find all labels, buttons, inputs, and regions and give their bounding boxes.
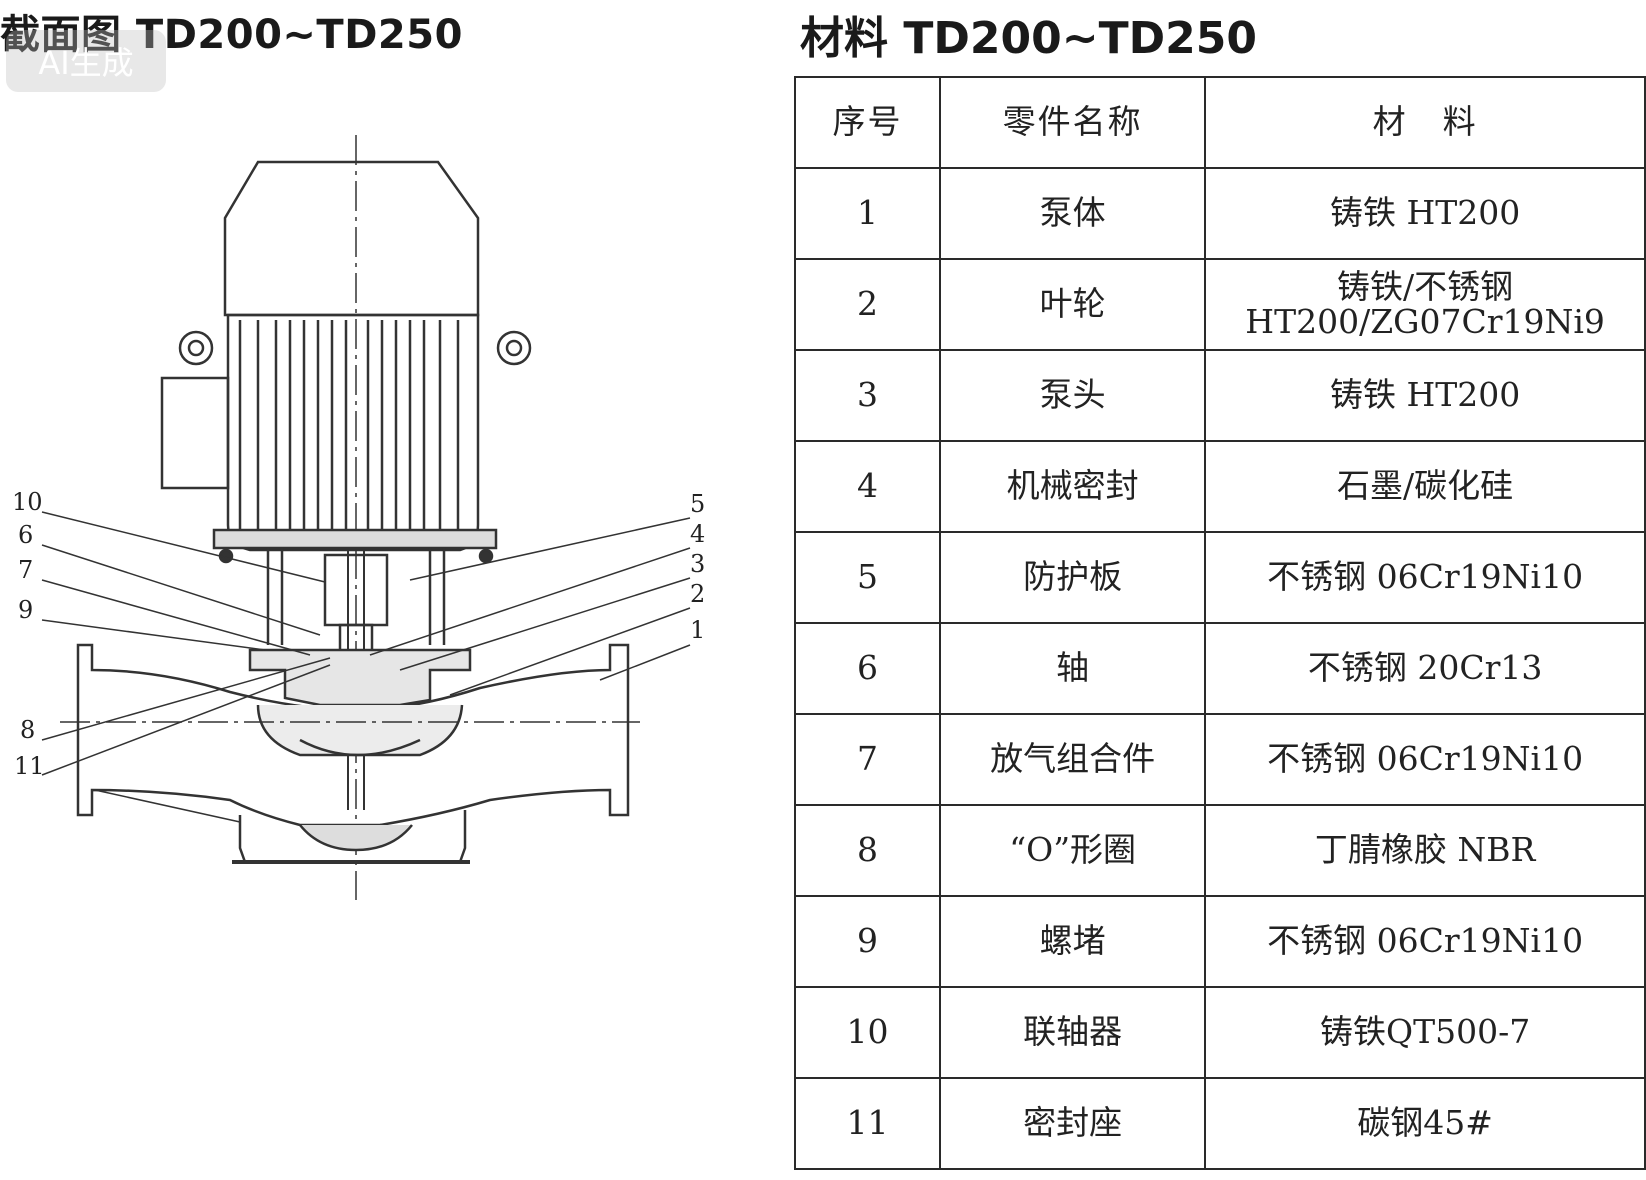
material-text: 石墨/碳化硅 <box>1337 466 1514 506</box>
part-name: “O”形圈 <box>939 804 1207 897</box>
part-name: 放气组合件 <box>939 713 1207 806</box>
callout-2: 2 <box>690 580 705 608</box>
row-number: 1 <box>793 167 942 260</box>
callout-11: 11 <box>14 752 45 780</box>
impeller <box>256 704 464 757</box>
header-no: 序号 <box>793 76 942 169</box>
material-text: 不锈钢 20Cr13 <box>1307 648 1543 688</box>
lifting-eye-left <box>178 330 214 366</box>
material-text: 铸铁 HT200 <box>1329 375 1521 415</box>
row-number: 11 <box>793 1077 942 1170</box>
lifting-eye-right <box>496 330 532 366</box>
material-text: 不锈钢 06Cr19Ni10 <box>1267 739 1584 779</box>
callout-4: 4 <box>690 520 705 548</box>
row-number: 10 <box>793 986 942 1079</box>
material-cell: 不锈钢 06Cr19Ni10 <box>1204 713 1646 806</box>
part-name: 联轴器 <box>939 986 1207 1079</box>
diagram-title: 截面图 TD200~TD250 <box>0 12 463 58</box>
table-title: 材料 TD200~TD250 <box>800 13 1257 64</box>
table-row: 8“O”形圈 丁腈橡胶 NBR <box>793 804 1646 897</box>
row-number: 7 <box>793 713 942 806</box>
material-cell: 石墨/碳化硅 <box>1204 440 1646 533</box>
part-name: 螺堵 <box>939 895 1207 988</box>
callout-6: 6 <box>18 521 33 549</box>
part-name: 叶轮 <box>939 258 1207 351</box>
header-part-name: 零件名称 <box>939 76 1207 169</box>
material-text: 铸铁/不锈钢 <box>1337 266 1514 306</box>
part-name: 机械密封 <box>939 440 1207 533</box>
material-cell: 不锈钢 20Cr13 <box>1204 622 1646 715</box>
part-name: 泵体 <box>939 167 1207 260</box>
material-cell: 不锈钢 06Cr19Ni10 <box>1204 895 1646 988</box>
part-name: 密封座 <box>939 1077 1207 1170</box>
material-cell: 铸铁 HT200 <box>1204 167 1646 260</box>
table-header-row: 序号 零件名称 材 料 <box>793 76 1646 169</box>
pump-cross-section-diagram: 10 6 7 9 8 11 5 4 3 2 1 <box>12 135 705 900</box>
callout-3: 3 <box>690 550 705 578</box>
row-number: 2 <box>793 258 942 351</box>
row-number: 8 <box>793 804 942 897</box>
material-text: 铸铁QT500-7 <box>1320 1012 1531 1052</box>
row-number: 4 <box>793 440 942 533</box>
part-name: 防护板 <box>939 531 1207 624</box>
motor-flange <box>212 528 498 550</box>
row-number: 3 <box>793 349 942 442</box>
material-cell: 铸铁 HT200 <box>1204 349 1646 442</box>
material-cell: 丁腈橡胶 NBR <box>1204 804 1646 897</box>
pump-body <box>76 643 630 827</box>
callout-9: 9 <box>18 596 33 624</box>
material-text: 不锈钢 06Cr19Ni10 <box>1267 557 1584 597</box>
material-text: 铸铁 HT200 <box>1329 193 1521 233</box>
material-text: 不锈钢 06Cr19Ni10 <box>1267 921 1584 961</box>
callout-1: 1 <box>690 616 705 644</box>
material-cell: 不锈钢 06Cr19Ni10 <box>1204 531 1646 624</box>
callout-5: 5 <box>690 490 705 518</box>
part-name: 泵头 <box>939 349 1207 442</box>
motor-fan-cover <box>223 160 480 317</box>
header-material: 材 料 <box>1204 76 1646 169</box>
callout-7: 7 <box>18 556 33 584</box>
material-text: 碳钢45# <box>1357 1103 1493 1143</box>
callout-8: 8 <box>20 716 35 744</box>
part-name: 轴 <box>939 622 1207 715</box>
callout-10: 10 <box>12 488 43 516</box>
row-number: 6 <box>793 622 942 715</box>
terminal-box <box>160 376 230 490</box>
material-text: 丁腈橡胶 NBR <box>1314 830 1536 870</box>
material-cell: 碳钢45# <box>1204 1077 1646 1170</box>
material-cell: 铸铁QT500-7 <box>1204 986 1646 1079</box>
ai-watermark: AI生成 <box>6 30 166 92</box>
material-text: HT200/ZG07Cr19Ni9 <box>1245 301 1605 341</box>
row-number: 9 <box>793 895 942 988</box>
row-number: 5 <box>793 531 942 624</box>
